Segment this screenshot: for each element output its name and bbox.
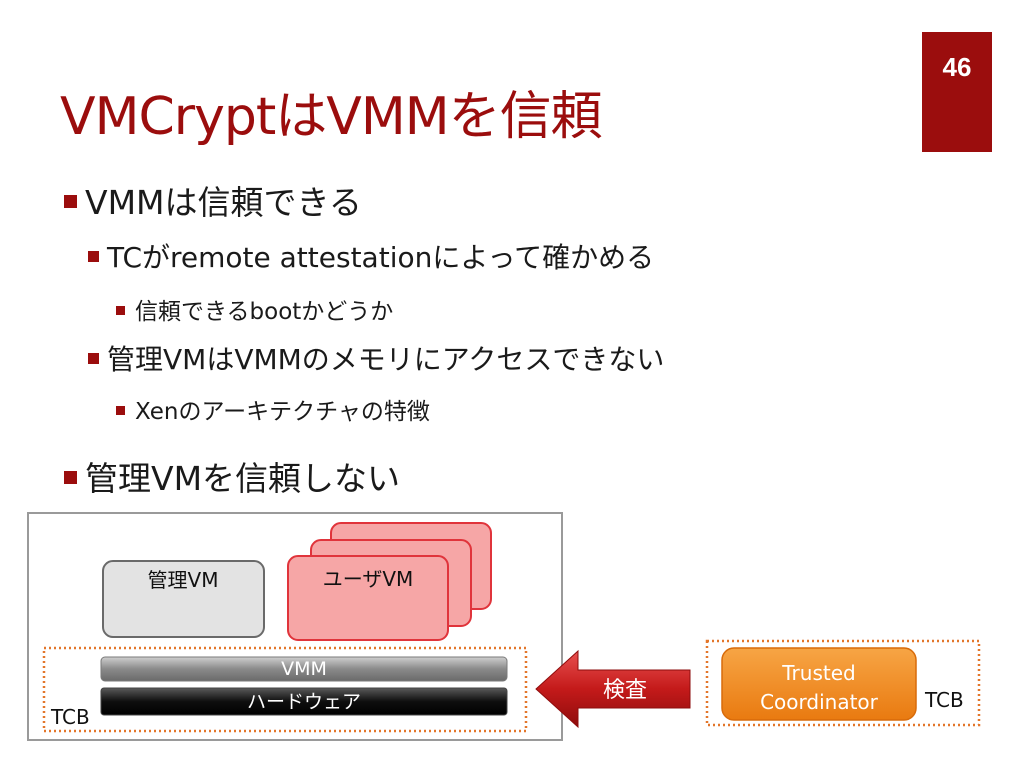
bullet-xen-architecture: Xenのアーキテクチャの特徴 [116,392,430,426]
bullet-marker [88,250,99,262]
vmm-bar [100,656,508,682]
user-vm-label: ユーザVM [323,567,414,591]
trusted-coordinator-line2: Coordinator [760,690,879,714]
tcb-right-label: TCB [924,688,964,712]
bullet-mgmt-vm-no-access: 管理VMはVMMのメモリにアクセスできない [88,338,664,378]
bullet-marker [88,352,99,364]
hardware-label: ハードウェア [247,691,361,713]
bullet-remote-attestation: TCがremote attestationによって確かめる [88,236,654,276]
mgmt-vm-box [102,560,265,638]
bullet-trusted-boot: 信頼できるbootかどうか [116,292,393,326]
bullet-text: Xenのアーキテクチャの特徴 [135,399,430,425]
trusted-coordinator-box [721,647,917,721]
slide-title: VMCryptはVMMを信頼 [60,87,603,147]
bullet-mgmt-vm-untrusted: 管理VMを信頼しない [64,452,400,500]
bullet-text: TCがremote attestationによって確かめる [107,241,655,274]
bullet-text: VMMは信頼できる [85,183,362,222]
bullet-text: 管理VMを信頼しない [85,459,401,498]
page-number: 46 [942,52,972,82]
tcb-right-region [705,639,981,727]
inspect-arrow [535,649,691,729]
bullet-marker [116,306,125,315]
page-number-badge: 46 [922,32,992,152]
bullet-text: 管理VMはVMMのメモリにアクセスできない [107,343,665,376]
vmm-label: VMM [281,658,327,680]
mgmt-vm-label: 管理VM [148,568,219,592]
user-vm-box-front [287,555,449,641]
bullet-text: 信頼できるbootかどうか [135,299,394,325]
hardware-bar [100,687,508,716]
tcb-left-region [42,646,528,733]
bullet-marker [116,406,125,415]
trusted-coordinator-line1: Trusted [781,661,855,685]
tcb-left-label: TCB [50,705,90,729]
bullet-marker [64,195,77,208]
bullet-vmm-trusted: VMMは信頼できる [64,176,362,224]
bullet-marker [64,471,77,484]
inspect-arrow-label: 検査 [603,678,647,703]
